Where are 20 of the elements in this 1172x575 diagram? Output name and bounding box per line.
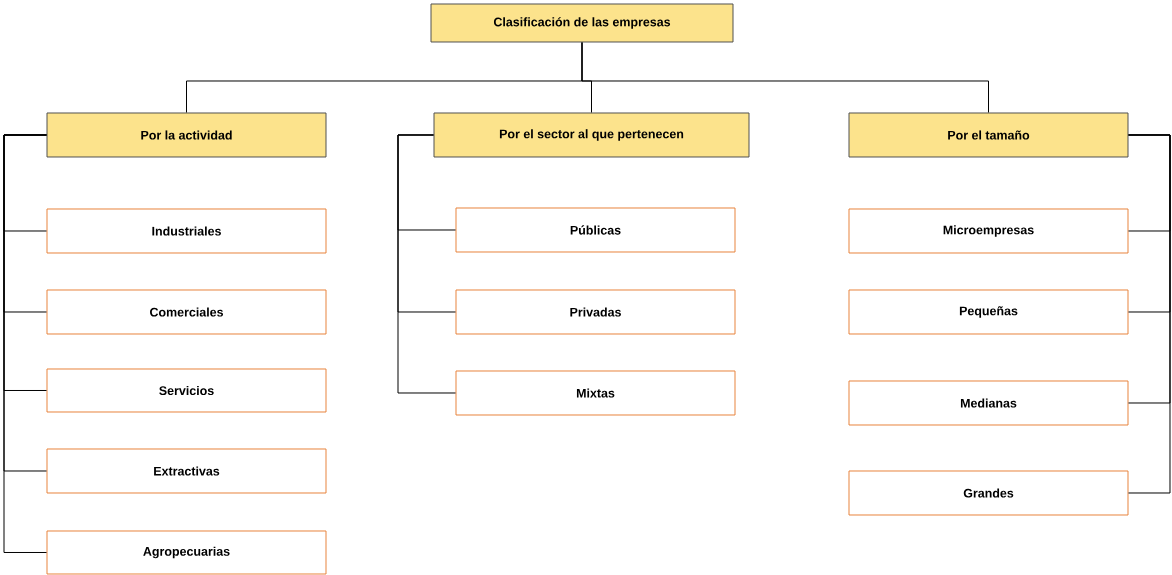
item-box: Pequeñas	[848, 289, 1129, 335]
item-box: Extractivas	[46, 448, 327, 494]
item-box: Privadas	[455, 289, 736, 335]
item-box: Servicios	[46, 368, 327, 413]
category-box: Por el tamaño	[848, 112, 1129, 158]
item-box: Agropecuarias	[46, 530, 327, 575]
item-box: Grandes	[848, 470, 1129, 516]
title-box: Clasificación de las empresas	[430, 3, 734, 43]
item-box: Microempresas	[848, 208, 1129, 254]
connector-line	[3, 134, 47, 553]
item-box: Mixtas	[455, 370, 736, 416]
item-box: Públicas	[455, 207, 736, 253]
item-box: Industriales	[46, 208, 327, 254]
item-box: Medianas	[848, 380, 1129, 426]
item-box: Comerciales	[46, 289, 327, 335]
category-box: Por el sector al que pertenecen	[433, 112, 750, 158]
connector-line	[581, 42, 989, 113]
connector-line	[1128, 134, 1171, 494]
connector-line	[397, 134, 456, 394]
category-box: Por la actividad	[46, 112, 327, 158]
